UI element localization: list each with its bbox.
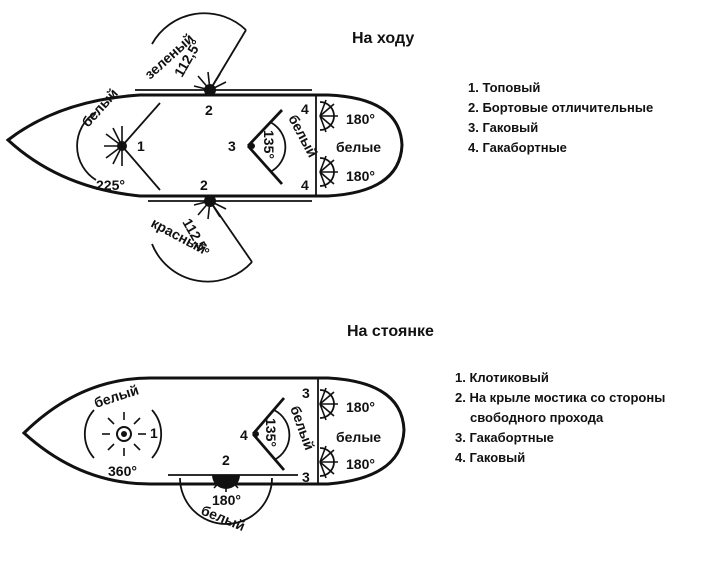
masthead-angle-label: 225° xyxy=(96,177,125,193)
anchor-towing-sector xyxy=(251,397,291,471)
anchor-towing-lamp-icon xyxy=(253,431,259,437)
moving-legend: 1. Топовый 2. Бортовые отличительные 3. … xyxy=(468,78,653,158)
hull-outline xyxy=(21,376,406,486)
anchor-stern-color: белые xyxy=(336,429,381,445)
legend-item: 4. Гакабортные xyxy=(468,140,567,155)
legend-item: 1. Топовый xyxy=(468,80,541,95)
num-2-top: 2 xyxy=(205,102,213,118)
anchor-tow-angle: 135° xyxy=(263,418,279,447)
num-4-top: 4 xyxy=(301,101,309,117)
anchor-stern-light-top xyxy=(319,387,338,421)
anchor-num-2: 2 xyxy=(222,452,230,468)
anchor-num-3-bottom: 3 xyxy=(302,469,310,485)
num-1: 1 xyxy=(137,138,145,154)
anchor-lamp-icon xyxy=(116,426,132,442)
legend-item: свободного прохода xyxy=(470,410,604,425)
legend-item: 3. Гаковый xyxy=(468,120,539,135)
towing-angle-label: 135° xyxy=(261,130,277,159)
hull-outline xyxy=(5,93,404,198)
anchor-num-3-top: 3 xyxy=(302,385,310,401)
legend-item: 3. Гакабортные xyxy=(455,430,554,445)
anchored-legend: 1. Клотиковый 2. На крыле мостика со сто… xyxy=(455,368,665,468)
anchor-tow-color: белый xyxy=(287,404,318,453)
anchor-stern-light-bottom xyxy=(319,445,338,479)
anchor-masthead-sector xyxy=(84,409,162,459)
towing-lamp-icon xyxy=(249,143,255,149)
red-sidelight-sector xyxy=(151,195,253,283)
masthead-color-label: белый xyxy=(78,85,121,130)
bridge-angle-label: 180° xyxy=(212,492,241,508)
towing-light-sector xyxy=(246,109,287,185)
moving-title: На ходу xyxy=(352,30,415,47)
stern-light-top xyxy=(319,99,338,133)
num-4-bottom: 4 xyxy=(301,177,309,193)
num-3: 3 xyxy=(228,138,236,154)
stern-angle-bottom: 180° xyxy=(346,168,375,184)
ship-anchored: белый 360° 1 180° белый 2 135° белый 4 xyxy=(21,376,406,534)
bridge-light-sector xyxy=(179,474,273,525)
green-sidelight-sector xyxy=(151,12,247,96)
legend-item: 4. Гаковый xyxy=(455,450,526,465)
ship-underway: белый 225° 1 зеленый 112,5° 2 xyxy=(5,12,404,283)
stern-color-label: белые xyxy=(336,139,381,155)
legend-item: 2. Бортовые отличительные xyxy=(468,100,654,115)
legend-item: 1. Клотиковый xyxy=(455,370,549,385)
stern-light-bottom xyxy=(319,155,338,189)
stern-angle-top: 180° xyxy=(346,111,375,127)
anchor-masthead-angle: 360° xyxy=(108,463,137,479)
anchor-num-1: 1 xyxy=(150,425,158,441)
anchored-title: На стоянке xyxy=(347,323,434,340)
anchor-stern-angle-bottom: 180° xyxy=(346,456,375,472)
masthead-light-sector xyxy=(76,102,161,191)
num-2-bottom: 2 xyxy=(200,177,208,193)
anchor-num-4: 4 xyxy=(240,427,248,443)
legend-item: 2. На крыле мостика со стороны xyxy=(455,390,666,405)
anchor-stern-angle-top: 180° xyxy=(346,399,375,415)
